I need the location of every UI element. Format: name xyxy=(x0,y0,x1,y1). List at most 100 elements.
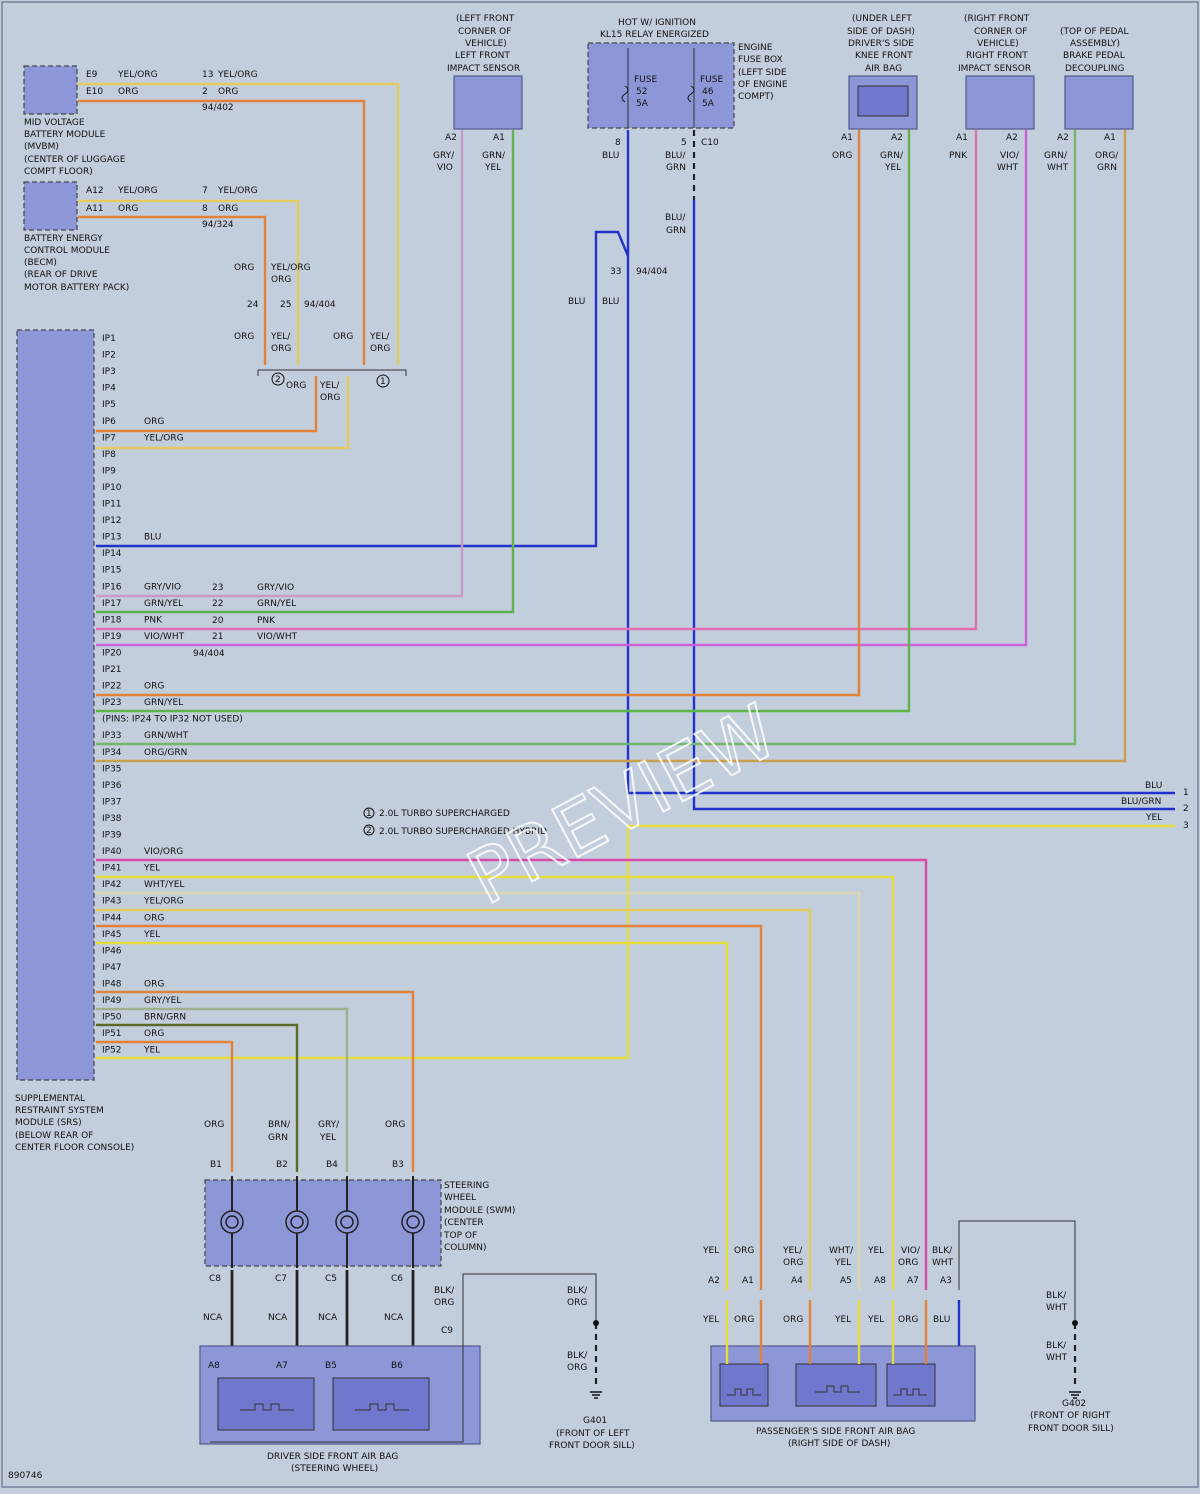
svg-text:A2: A2 xyxy=(891,133,903,143)
mvbm-wire-1: YEL/ORG xyxy=(117,70,158,80)
srs-module-box xyxy=(16,329,95,1081)
svg-text:BLK/: BLK/ xyxy=(567,1351,588,1361)
svg-text:KNEE FRONT: KNEE FRONT xyxy=(855,51,913,61)
svg-text:YEL/: YEL/ xyxy=(369,332,390,342)
svg-text:YEL: YEL xyxy=(867,1246,884,1256)
becm-conn-wire-1: YEL/ORG xyxy=(217,186,258,196)
svg-text:(FRONT OF RIGHT: (FRONT OF RIGHT xyxy=(1030,1411,1111,1421)
svg-text:GRN/: GRN/ xyxy=(482,151,506,161)
svg-text:5A: 5A xyxy=(636,99,649,109)
srs-pin-label: IP14 xyxy=(102,549,122,559)
svg-text:WHT: WHT xyxy=(997,163,1019,173)
svg-text:(BELOW REAR OF: (BELOW REAR OF xyxy=(15,1131,93,1141)
srs-pin-wire-color: ORG xyxy=(144,682,164,692)
svg-text:C9: C9 xyxy=(441,1326,453,1336)
svg-text:C5: C5 xyxy=(325,1274,337,1284)
svg-text:ORG: ORG xyxy=(271,344,291,354)
srs-pin-label: IP18 xyxy=(102,615,122,625)
svg-text:2: 2 xyxy=(366,826,372,836)
swm-box xyxy=(204,1179,442,1267)
srs-pin-label: IP10 xyxy=(102,483,122,493)
svg-text:A1: A1 xyxy=(956,133,968,143)
becm-wire-2: ORG xyxy=(118,204,138,214)
svg-text:ORG: ORG xyxy=(271,275,291,285)
svg-text:ORG: ORG xyxy=(567,1363,587,1373)
svg-text:C8: C8 xyxy=(209,1274,221,1284)
svg-text:ORG: ORG xyxy=(385,1120,405,1130)
right-outputs: BLU 1 BLU/GRN 2 YEL 3 xyxy=(1121,781,1189,831)
svg-text:NCA: NCA xyxy=(268,1313,288,1323)
svg-text:YEL: YEL xyxy=(319,1133,336,1143)
lf-impact-sensor-box xyxy=(453,75,523,130)
svg-text:BRAKE PEDAL: BRAKE PEDAL xyxy=(1063,51,1125,61)
svg-text:33: 33 xyxy=(610,267,621,277)
srs-pin-label: IP41 xyxy=(102,864,122,874)
srs-pin-label: IP19 xyxy=(102,632,122,642)
srs-pin-label: IP22 xyxy=(102,682,122,692)
svg-text:ORG: ORG xyxy=(898,1258,918,1268)
srs-pin-label: IP50 xyxy=(102,1013,122,1023)
srs-pin-label: IP35 xyxy=(102,764,122,774)
svg-text:YEL: YEL xyxy=(834,1258,851,1268)
svg-text:GRN/YEL: GRN/YEL xyxy=(257,599,296,609)
svg-text:CENTER FLOOR CONSOLE): CENTER FLOOR CONSOLE) xyxy=(15,1143,134,1153)
svg-text:ORG: ORG xyxy=(898,1315,918,1325)
srs-pin-wire-color: YEL xyxy=(143,930,160,940)
svg-text:A7: A7 xyxy=(276,1361,288,1371)
g401-ground-icon xyxy=(590,1391,602,1399)
srs-pin-label: IP6 xyxy=(102,417,116,427)
svg-text:ORG: ORG xyxy=(567,1298,587,1308)
svg-text:IMPACT SENSOR: IMPACT SENSOR xyxy=(447,64,520,74)
srs-pin-label: IP34 xyxy=(102,748,122,758)
srs-pin-label: IP23 xyxy=(102,698,122,708)
mvbm-conn-2: 2 xyxy=(202,87,208,97)
svg-text:C10: C10 xyxy=(701,138,719,148)
svg-text:25: 25 xyxy=(280,300,291,310)
svg-text:A2: A2 xyxy=(708,1276,720,1286)
svg-text:22: 22 xyxy=(212,599,223,609)
svg-text:GRY/VIO: GRY/VIO xyxy=(257,583,294,593)
srs-pin-wire-color: VIO/WHT xyxy=(144,632,185,642)
mvbm-label: MID VOLTAGE BATTERY MODULE (MVBM) (CENTE… xyxy=(24,118,126,177)
svg-text:A3: A3 xyxy=(940,1276,952,1286)
svg-text:CORNER OF: CORNER OF xyxy=(974,27,1027,37)
svg-text:A8: A8 xyxy=(208,1361,220,1371)
svg-text:DRIVER SIDE FRONT AIR BAG: DRIVER SIDE FRONT AIR BAG xyxy=(267,1452,398,1462)
svg-text:A4: A4 xyxy=(791,1276,803,1286)
svg-text:ORG: ORG xyxy=(204,1120,224,1130)
driver-bag-labels: DRIVER SIDE FRONT AIR BAG (STEERING WHEE… xyxy=(208,1286,635,1474)
g402-ground-icon xyxy=(1069,1391,1081,1399)
svg-text:FRONT DOOR SILL): FRONT DOOR SILL) xyxy=(1028,1424,1114,1434)
g402-splice xyxy=(1072,1320,1078,1326)
becm-wire-1: YEL/ORG xyxy=(117,186,158,196)
svg-text:(TOP OF PEDAL: (TOP OF PEDAL xyxy=(1060,27,1129,37)
srs-pin-label: IP37 xyxy=(102,797,122,807)
svg-text:MODULE (SWM): MODULE (SWM) xyxy=(444,1206,515,1216)
becm-conn-id: 94/324 xyxy=(202,220,234,230)
svg-text:VEHICLE): VEHICLE) xyxy=(465,39,507,49)
g401-splice xyxy=(593,1320,599,1326)
svg-text:ORG: ORG xyxy=(234,332,254,342)
svg-text:1: 1 xyxy=(380,377,386,387)
svg-text:G402: G402 xyxy=(1062,1399,1086,1409)
srs-pin-label: IP2 xyxy=(102,351,116,361)
becm-conn-8: 8 xyxy=(202,204,208,214)
svg-text:DECOUPLING: DECOUPLING xyxy=(1065,64,1124,74)
srs-pin-wire-color: BLU xyxy=(144,533,161,543)
svg-text:A7: A7 xyxy=(907,1276,919,1286)
svg-text:YEL: YEL xyxy=(1145,813,1162,823)
srs-pin-wire-color: YEL/ORG xyxy=(143,433,184,443)
passenger-org-bottom-wires xyxy=(759,1300,928,1364)
svg-text:PNK: PNK xyxy=(949,151,968,161)
svg-text:ORG: ORG xyxy=(286,381,306,391)
svg-text:ORG: ORG xyxy=(434,1298,454,1308)
knee-label: (UNDER LEFT SIDE OF DASH) DRIVER'S SIDE … xyxy=(832,14,915,173)
srs-pin-wire-color: BRN/GRN xyxy=(144,1013,186,1023)
svg-text:MID VOLTAGE: MID VOLTAGE xyxy=(24,118,85,128)
mvbm-box xyxy=(23,65,78,115)
srs-pin-label: IP1 xyxy=(102,334,116,344)
passenger-yel-bottom-wires xyxy=(725,1300,895,1364)
svg-text:BLU/: BLU/ xyxy=(665,213,686,223)
svg-text:PASSENGER'S SIDE FRONT AIR BAG: PASSENGER'S SIDE FRONT AIR BAG xyxy=(756,1427,915,1437)
svg-text:A2: A2 xyxy=(445,133,457,143)
